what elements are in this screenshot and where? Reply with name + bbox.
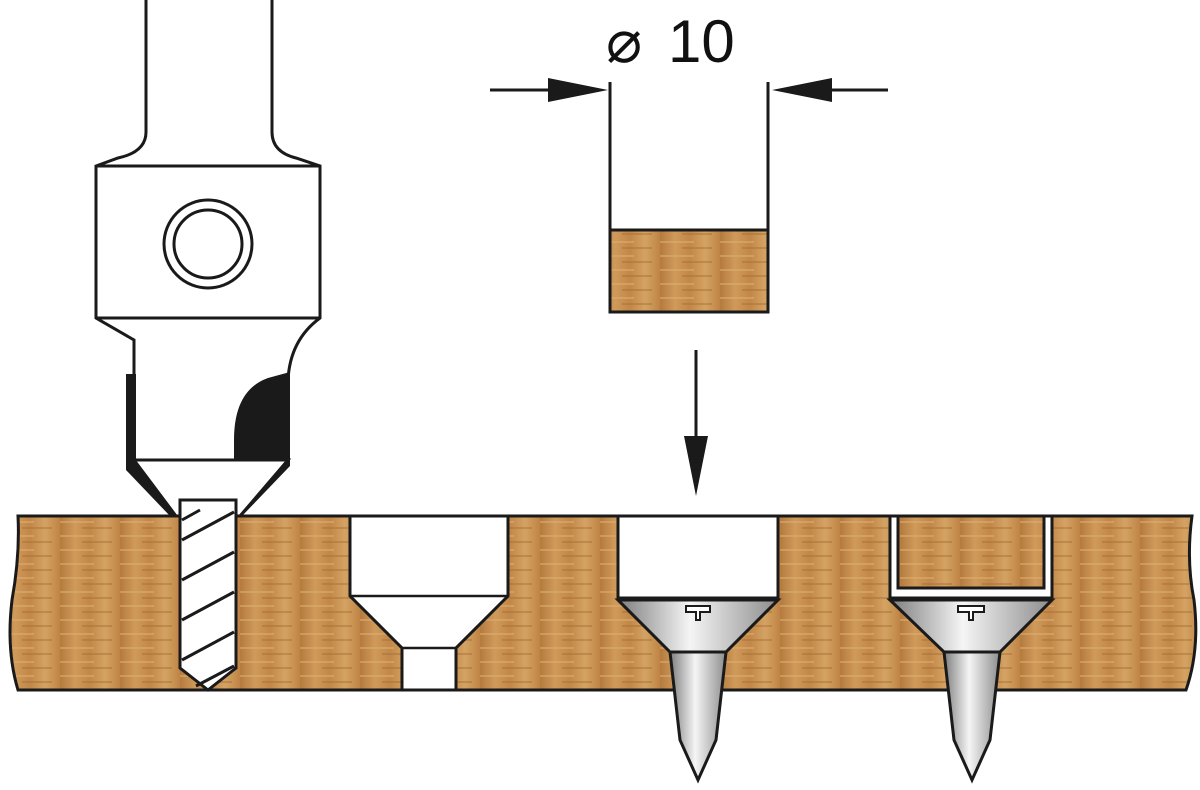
wood-plug bbox=[896, 514, 1046, 590]
dimension-value: 10 bbox=[668, 8, 735, 75]
arrow-down-icon bbox=[684, 436, 708, 496]
countersunk-hole bbox=[348, 514, 510, 692]
screw-with-plug bbox=[886, 514, 1056, 784]
countersink-drill-bit bbox=[94, 0, 322, 692]
cutter-left bbox=[126, 374, 180, 516]
screw-shank bbox=[942, 650, 1002, 784]
dimension-arrow-right bbox=[772, 78, 832, 102]
diameter-icon: ⌀ bbox=[606, 8, 642, 75]
twist-drill bbox=[178, 498, 238, 692]
screw-shank bbox=[668, 650, 728, 784]
wood-plug bbox=[608, 228, 770, 314]
dimension-arrow-left bbox=[548, 78, 608, 102]
plug-dimension-detail: ⌀ 10 bbox=[490, 8, 888, 496]
screw-in-open-hole bbox=[614, 514, 782, 784]
